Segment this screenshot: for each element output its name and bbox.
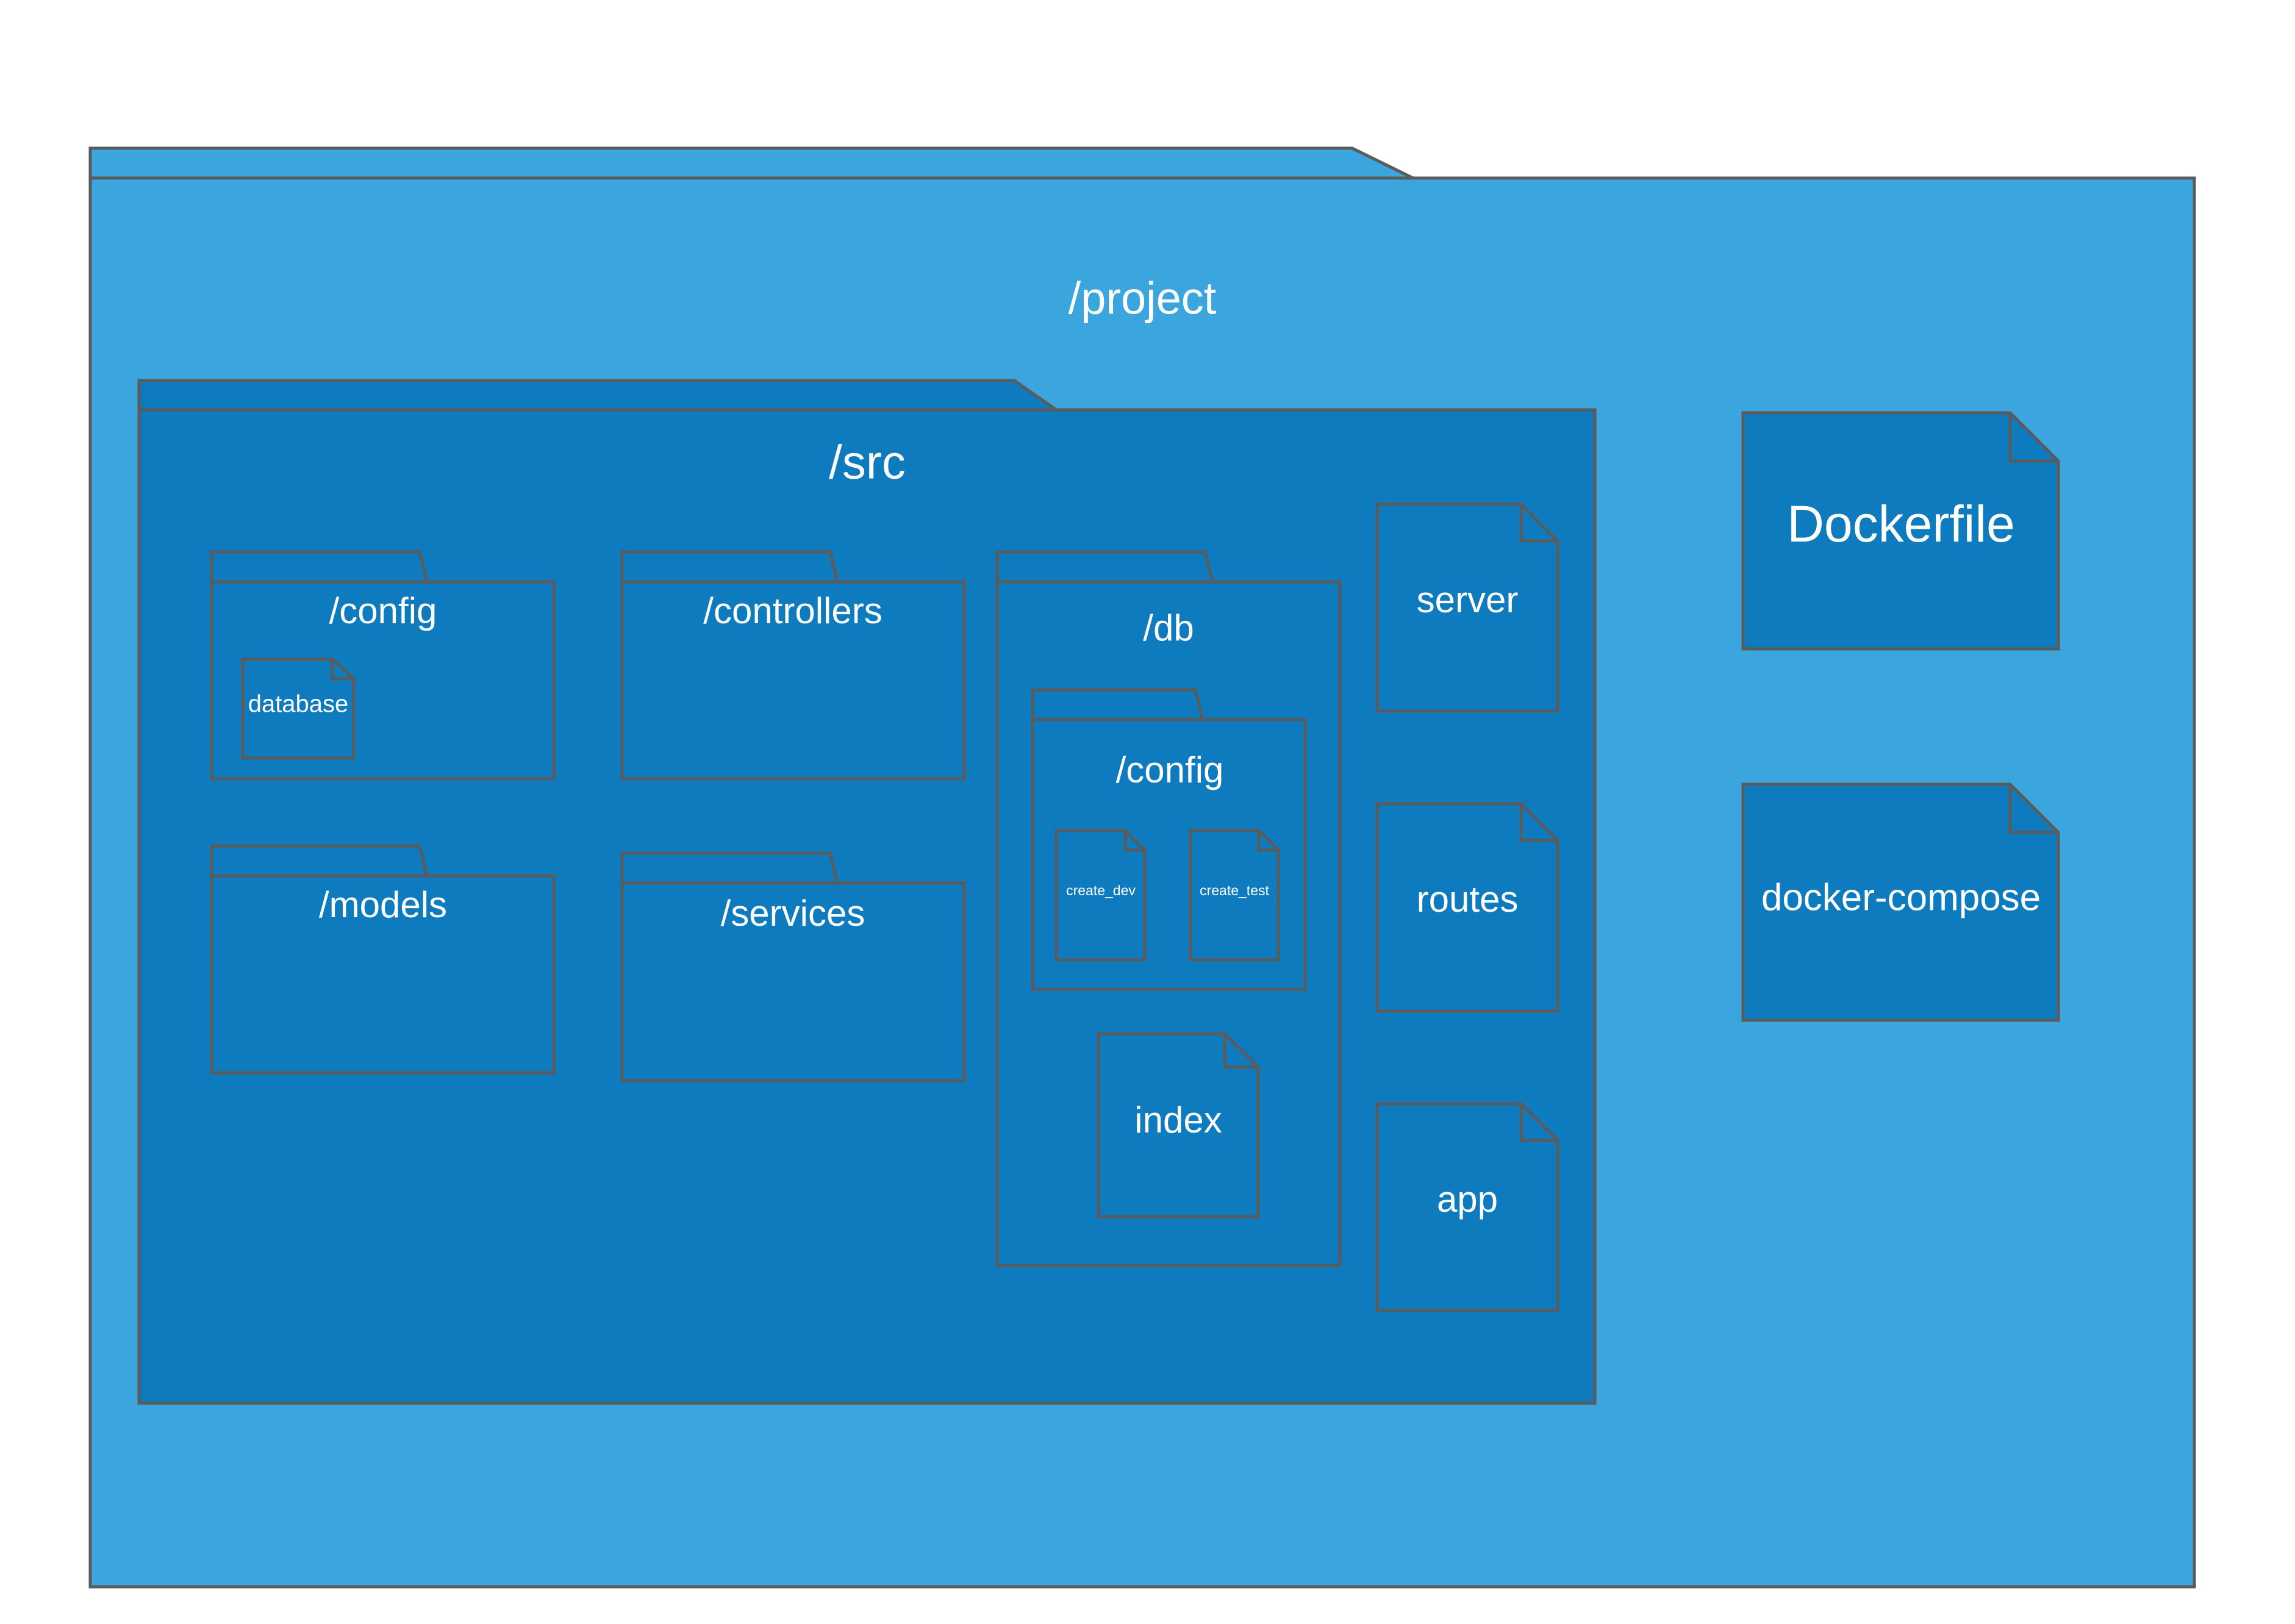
file-app: app — [1375, 1102, 1559, 1312]
file-create-test: create_test — [1189, 829, 1280, 962]
folder-controllers: /controllers — [620, 550, 966, 781]
folder-models: /models — [210, 844, 556, 1075]
file-dockerfile-label: Dockerfile — [1787, 495, 2014, 553]
file-server: server — [1375, 503, 1559, 713]
file-database: database — [241, 657, 356, 760]
file-index-label: index — [1134, 1100, 1222, 1140]
file-routes-label: routes — [1417, 879, 1519, 920]
file-docker-compose-label: docker-compose — [1761, 876, 2041, 918]
folder-db-config-label: /config — [1116, 749, 1224, 790]
file-create-test-label: create_test — [1200, 882, 1269, 898]
file-app-label: app — [1437, 1179, 1498, 1220]
file-routes: routes — [1375, 802, 1559, 1013]
file-database-label: database — [248, 691, 349, 718]
project-label: /project — [1069, 273, 1217, 324]
folder-controllers-label: /controllers — [703, 590, 882, 631]
file-dockerfile: Dockerfile — [1741, 411, 2060, 651]
folder-services-label: /services — [721, 893, 865, 934]
folder-models-label: /models — [319, 884, 447, 925]
folder-db-label: /db — [1143, 607, 1194, 648]
file-server-label: server — [1417, 579, 1519, 620]
file-create-dev: create_dev — [1054, 829, 1147, 962]
folder-config-label: /config — [329, 590, 437, 631]
src-label: /src — [829, 435, 906, 489]
file-index: index — [1097, 1032, 1260, 1218]
folder-services: /services — [620, 851, 966, 1082]
file-docker-compose: docker-compose — [1741, 782, 2060, 1022]
file-create-dev-label: create_dev — [1066, 882, 1136, 898]
